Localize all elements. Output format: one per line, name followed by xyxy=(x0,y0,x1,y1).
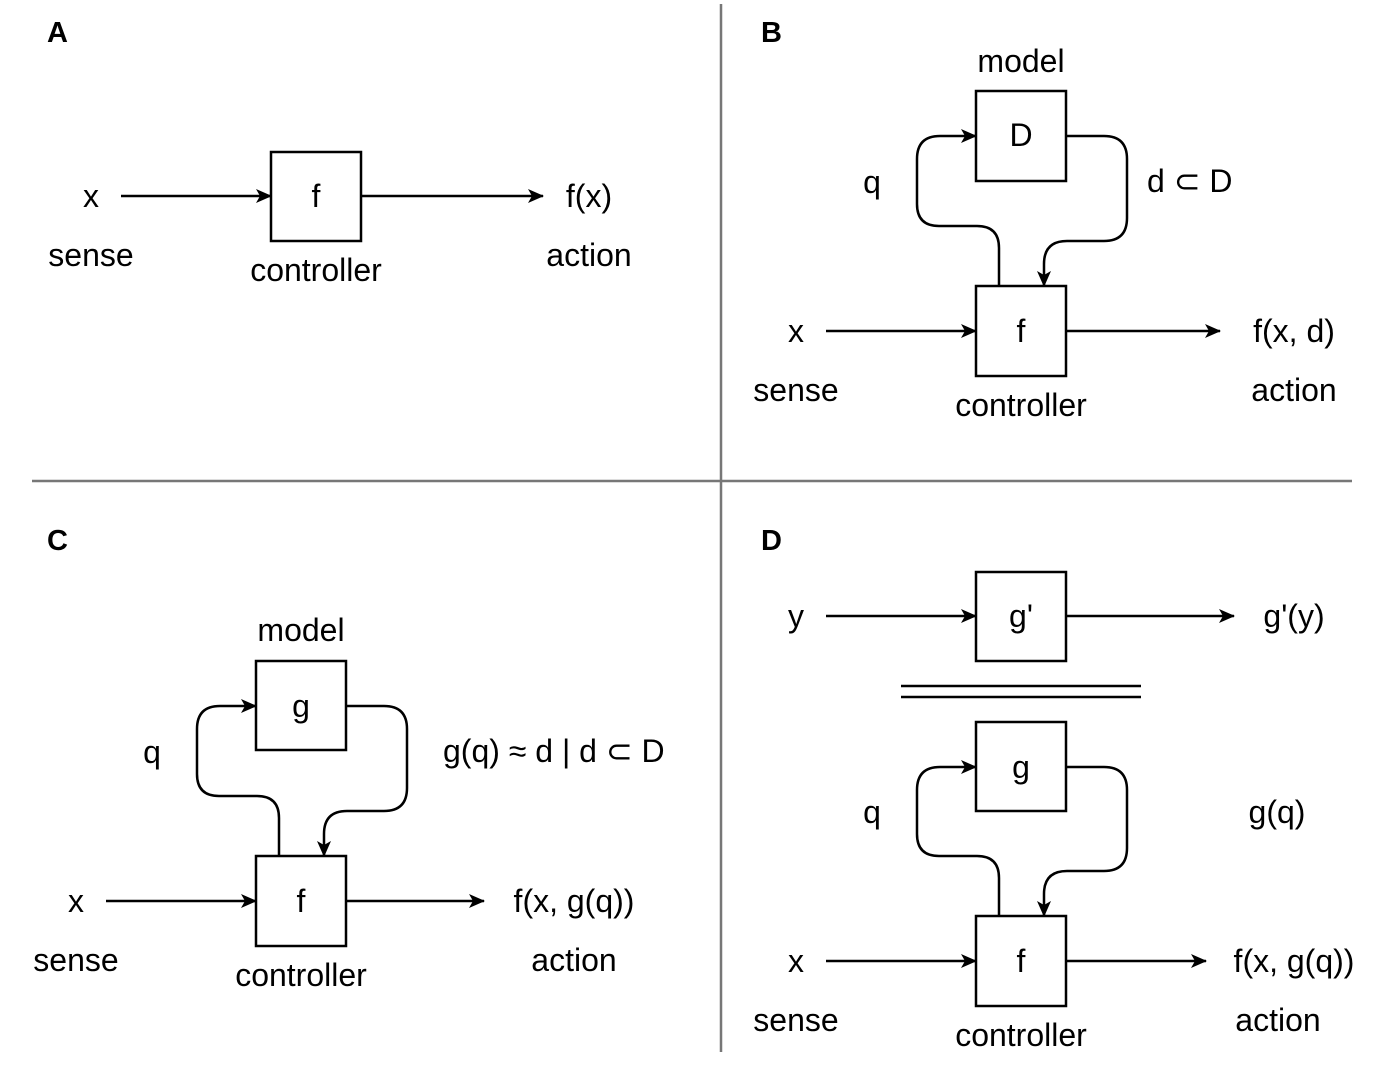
action-caption: action xyxy=(531,942,616,978)
controller-label: f xyxy=(312,178,321,214)
panel-c: C model g q g(q) ≈ d | d ⊂ D x sense f c… xyxy=(33,525,664,993)
query-label: q xyxy=(863,794,881,830)
model-label: D xyxy=(1009,117,1032,153)
top-input-label: y xyxy=(788,598,804,634)
model-caption: model xyxy=(257,612,344,648)
controller-label: f xyxy=(1017,943,1026,979)
top-output-label: g'(y) xyxy=(1263,598,1324,634)
input-label: x xyxy=(788,943,804,979)
controller-box xyxy=(974,284,1068,378)
action-caption: action xyxy=(546,237,631,273)
output-label: f(x, d) xyxy=(1253,313,1335,349)
controller-caption: controller xyxy=(955,1017,1087,1053)
model-caption: model xyxy=(977,43,1064,79)
input-label: x xyxy=(83,178,99,214)
g-prime-label: g' xyxy=(1009,598,1033,634)
controller-label: f xyxy=(1017,313,1026,349)
controller-caption: controller xyxy=(250,252,382,288)
panel-a-label: A xyxy=(47,17,68,49)
output-label: f(x, g(q)) xyxy=(1234,943,1355,979)
sense-caption: sense xyxy=(753,1002,838,1038)
query-label: q xyxy=(143,734,161,770)
panel-b-label: B xyxy=(761,17,782,49)
sense-caption: sense xyxy=(48,237,133,273)
panel-d: D y g' g'(y) g q g(q) x sense f controll… xyxy=(753,525,1354,1053)
return-arrow xyxy=(1037,765,1129,917)
return-arrow xyxy=(1037,134,1129,287)
g-prime-box xyxy=(974,570,1068,663)
controller-box xyxy=(254,854,348,948)
panel-d-label: D xyxy=(761,525,782,557)
action-caption: action xyxy=(1235,1002,1320,1038)
model-label: g xyxy=(292,688,310,724)
query-label: q xyxy=(863,164,881,200)
model-label: g xyxy=(1012,749,1030,785)
return-label: d ⊂ D xyxy=(1147,163,1233,199)
sense-caption: sense xyxy=(753,372,838,408)
controller-box xyxy=(974,914,1068,1008)
query-arrow xyxy=(915,129,1001,286)
input-label: x xyxy=(788,313,804,349)
output-label: f(x) xyxy=(566,178,612,214)
input-label: x xyxy=(68,883,84,919)
sense-caption: sense xyxy=(33,942,118,978)
panel-a: A x sense f controller f(x) action xyxy=(47,17,632,288)
return-arrow xyxy=(317,704,409,857)
controller-box xyxy=(269,150,363,243)
output-label: f(x, g(q)) xyxy=(514,883,635,919)
controller-caption: controller xyxy=(955,387,1087,423)
panel-b: B model D q d ⊂ D x sense f controller f… xyxy=(753,17,1336,423)
return-label: g(q) ≈ d | d ⊂ D xyxy=(443,733,665,769)
panel-c-label: C xyxy=(47,525,68,557)
return-label: g(q) xyxy=(1249,794,1306,830)
controller-label: f xyxy=(297,883,306,919)
query-arrow xyxy=(915,760,1001,916)
action-caption: action xyxy=(1251,372,1336,408)
model-box xyxy=(974,89,1068,183)
controller-caption: controller xyxy=(235,957,367,993)
query-arrow xyxy=(195,699,281,856)
